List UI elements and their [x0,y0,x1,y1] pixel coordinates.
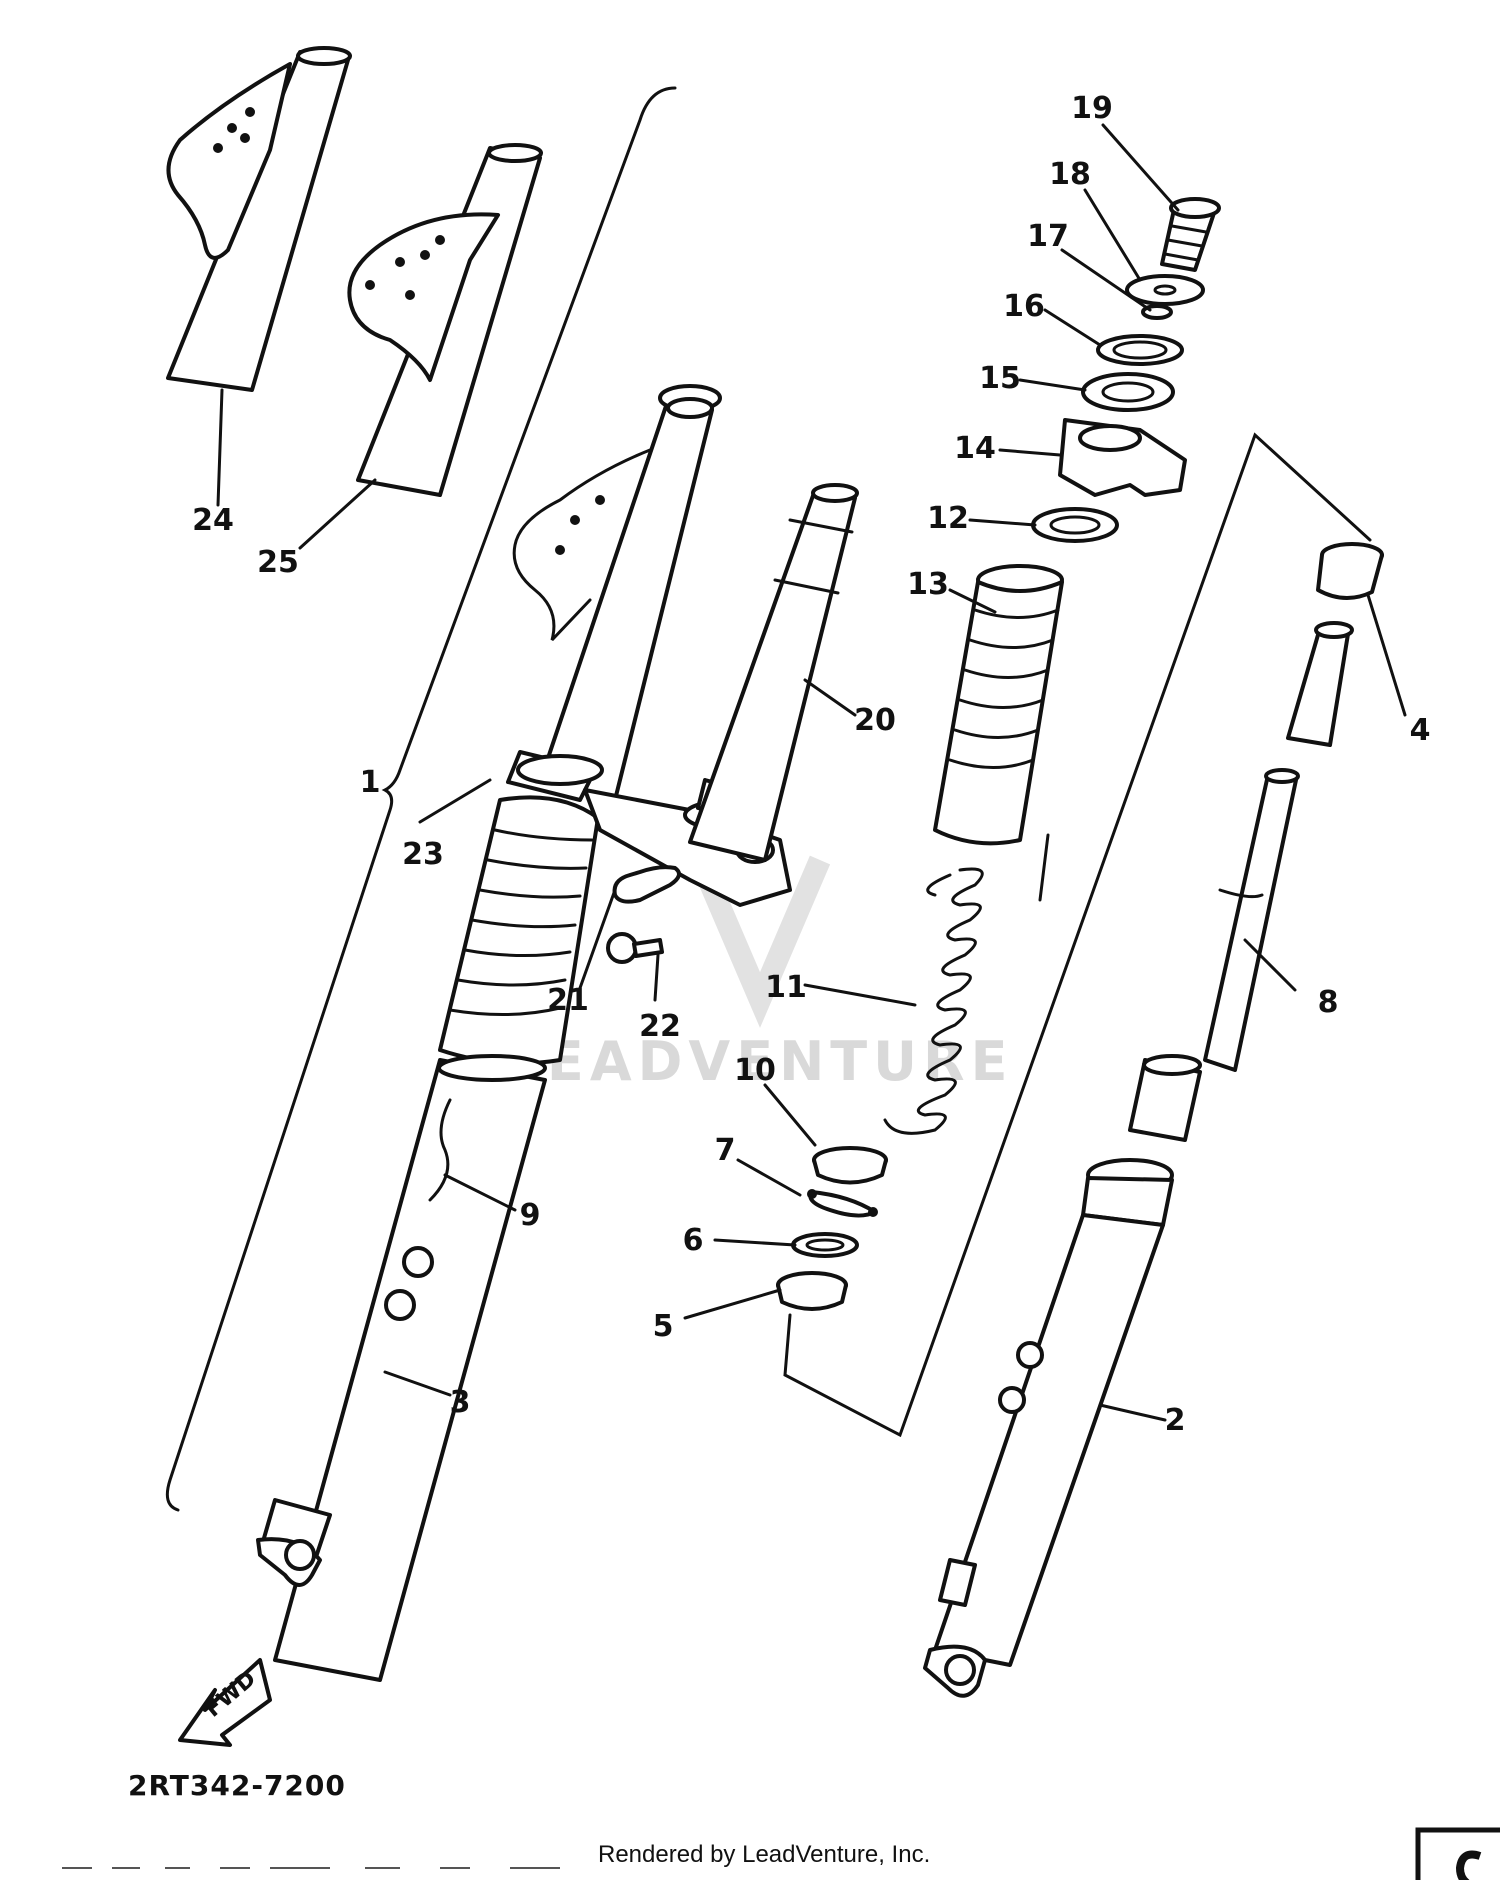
callout-20: 20 [854,703,896,738]
part-14-top-clamp [1058,418,1187,497]
callout-17: 17 [1027,219,1069,254]
callout-21: 21 [547,983,589,1018]
callout-22: 22 [639,1009,681,1044]
part-6-washer [791,1232,859,1258]
callout-1: 1 [360,765,381,800]
callout-12: 12 [927,501,969,536]
part-11-spring [883,867,984,1135]
part-19-bolt [1160,197,1221,272]
part-18-washer [1125,274,1205,306]
callout-13: 13 [907,567,949,602]
callout-23: 23 [402,837,444,872]
callout-19: 19 [1071,91,1113,126]
part-13-upper-boot [933,564,1064,846]
part-22-bolt [606,932,664,964]
callout-5: 5 [653,1309,674,1344]
callout-15: 15 [979,361,1021,396]
part-7-circlip [807,1189,878,1218]
assembly-bracket [165,86,677,1512]
part-12-seal [1031,507,1119,543]
part-16-seal [1096,334,1184,366]
callout-10: 10 [734,1053,776,1088]
leadventure-watermark: LEADVENTURE [507,855,1014,1093]
callout-4: 4 [1410,713,1431,748]
diagram-code: 2RT342-7200 [128,1769,346,1802]
part-8-damper-rod [1128,621,1354,1142]
callout-8: 8 [1318,985,1339,1020]
callout-2: 2 [1165,1403,1186,1438]
part-15-washer [1081,372,1175,412]
callout-18: 18 [1049,157,1091,192]
part-2-outer-tube [923,1158,1174,1698]
callout-6: 6 [683,1223,704,1258]
part-20-inner-tube [688,483,859,862]
callout-9: 9 [520,1198,541,1233]
part-21-clip [612,865,681,904]
callout-labels: 19 18 17 16 15 14 12 13 20 4 8 1 24 25 2… [192,91,1430,1438]
callout-16: 16 [1003,289,1045,324]
watermark-text: LEADVENTURE [507,1030,1014,1093]
part-1-fork-assembly [256,384,792,1682]
corner-box [1415,1827,1500,1880]
leader-lines [216,123,1407,1422]
callout-25: 25 [257,545,299,580]
part-25-fork-cover [347,143,543,497]
footer-credit: Rendered by LeadVenture, Inc. [598,1841,930,1868]
part-24-fork-cover [166,46,352,392]
part-10-collar [812,1146,888,1185]
callout-24: 24 [192,503,234,538]
fwd-arrow-icon: FWD [178,1658,272,1747]
callout-11: 11 [765,970,807,1005]
part-4-bushing [1316,542,1384,600]
callout-7: 7 [715,1133,736,1168]
callout-14: 14 [954,431,996,466]
callout-3: 3 [450,1385,471,1420]
part-5-oil-seal [776,1271,848,1311]
group-bracket-lines [783,432,1372,1438]
